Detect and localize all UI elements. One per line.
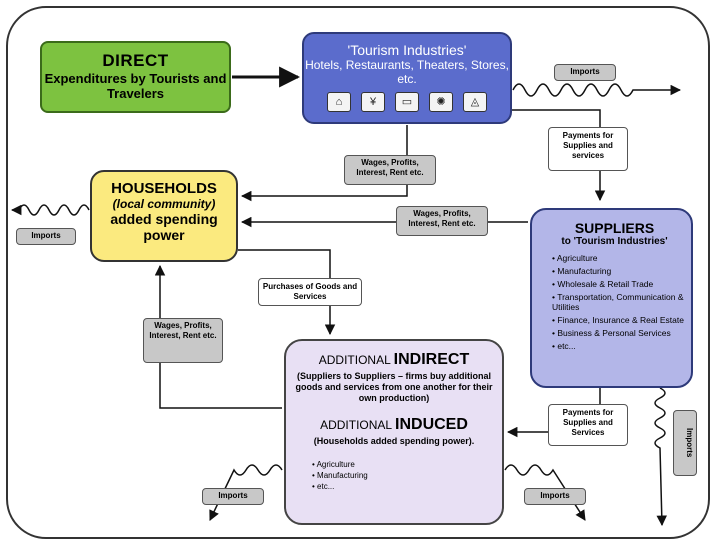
- outer-frame: [6, 6, 710, 539]
- list-item: etc...: [552, 341, 685, 351]
- households-subtitle: (local community): [112, 197, 216, 211]
- wages-label-tourism: Wages, Profits, Interest, Rent etc.: [344, 155, 436, 185]
- theater-icon: ✺: [429, 92, 453, 112]
- hotel-icon: ⌂: [327, 92, 351, 112]
- imports-label-additional-left: Imports: [202, 488, 264, 505]
- wages-label-additional: Wages, Profits, Interest, Rent etc.: [143, 318, 223, 363]
- direct-title: DIRECT: [102, 51, 169, 70]
- induced-description: (Households added spending power).: [313, 436, 475, 446]
- tourism-subtitle: Hotels, Restaurants, Theaters, Stores, e…: [305, 58, 509, 86]
- households-title: HOUSEHOLDS: [111, 180, 217, 197]
- additional-list: Agriculture Manufacturing etc...: [294, 459, 494, 492]
- wave-additional-imports-right: [504, 464, 586, 521]
- list-item: Business & Personal Services: [552, 328, 685, 338]
- wave-households-imports: [10, 204, 90, 216]
- arrow-households-to-additional: [238, 249, 336, 336]
- list-item: Manufacturing: [552, 266, 685, 276]
- arrow-tourism-to-households: [240, 125, 408, 202]
- imports-label-tourism: Imports: [554, 64, 616, 81]
- tourism-title: 'Tourism Industries': [347, 42, 467, 58]
- wages-label-suppliers: Wages, Profits, Interest, Rent etc.: [396, 206, 488, 236]
- list-item: Wholesale & Retail Trade: [552, 279, 685, 289]
- wave-suppliers-imports: [654, 387, 668, 527]
- wave-tourism-imports: [512, 83, 682, 97]
- list-item: Finance, Insurance & Real Estate: [552, 315, 685, 325]
- indirect-word: INDIRECT: [393, 351, 470, 368]
- tourism-industries-box: 'Tourism Industries' Hotels, Restaurants…: [302, 32, 512, 124]
- suppliers-title: SUPPLIERS: [574, 220, 655, 236]
- indirect-heading: ADDITIONAL INDIRECT: [294, 351, 494, 369]
- suppliers-box: SUPPLIERS to 'Tourism Industries' Agricu…: [530, 208, 693, 388]
- induced-word: INDUCED: [395, 416, 468, 433]
- list-item: Transportation, Communication & Utilitie…: [552, 292, 685, 312]
- list-item: etc...: [312, 481, 494, 492]
- indirect-prefix: ADDITIONAL: [318, 353, 391, 367]
- induced-prefix: ADDITIONAL: [320, 418, 392, 432]
- imports-label-households: Imports: [16, 228, 76, 245]
- tourism-icon-row: ⌂ ¥ ▭ ✺ ◬: [304, 92, 510, 112]
- direct-expenditures-box: DIRECT Expenditures by Tourists and Trav…: [40, 41, 231, 113]
- list-item: Manufacturing: [312, 470, 494, 481]
- wave-additional-imports-left: [209, 464, 283, 521]
- restaurant-icon: ¥: [361, 92, 385, 112]
- imports-label-additional-right: Imports: [524, 488, 586, 505]
- imports-label-suppliers: Imports: [673, 410, 697, 476]
- bed-icon: ▭: [395, 92, 419, 112]
- store-icon: ◬: [463, 92, 487, 112]
- arrow-additional-to-households: [154, 264, 282, 409]
- induced-heading: ADDITIONAL INDUCED: [294, 416, 494, 434]
- payments-label-top: Payments for Supplies and services: [548, 127, 628, 171]
- list-item: Agriculture: [312, 459, 494, 470]
- suppliers-subtitle: to 'Tourism Industries': [561, 236, 668, 247]
- purchases-label: Purchases of Goods and Services: [258, 278, 362, 306]
- households-box: HOUSEHOLDS (local community) added spend…: [90, 170, 238, 262]
- suppliers-list: Agriculture Manufacturing Wholesale & Re…: [544, 253, 685, 351]
- additional-effects-box: ADDITIONAL INDIRECT (Suppliers to Suppli…: [284, 339, 504, 525]
- indirect-description: (Suppliers to Suppliers – firms buy addi…: [295, 371, 493, 403]
- direct-subtitle: Expenditures by Tourists and Travelers: [44, 71, 227, 101]
- list-item: Agriculture: [552, 253, 685, 263]
- payments-label-bottom: Payments for Supplies and Services: [548, 404, 628, 446]
- households-note: added spending power: [110, 211, 218, 243]
